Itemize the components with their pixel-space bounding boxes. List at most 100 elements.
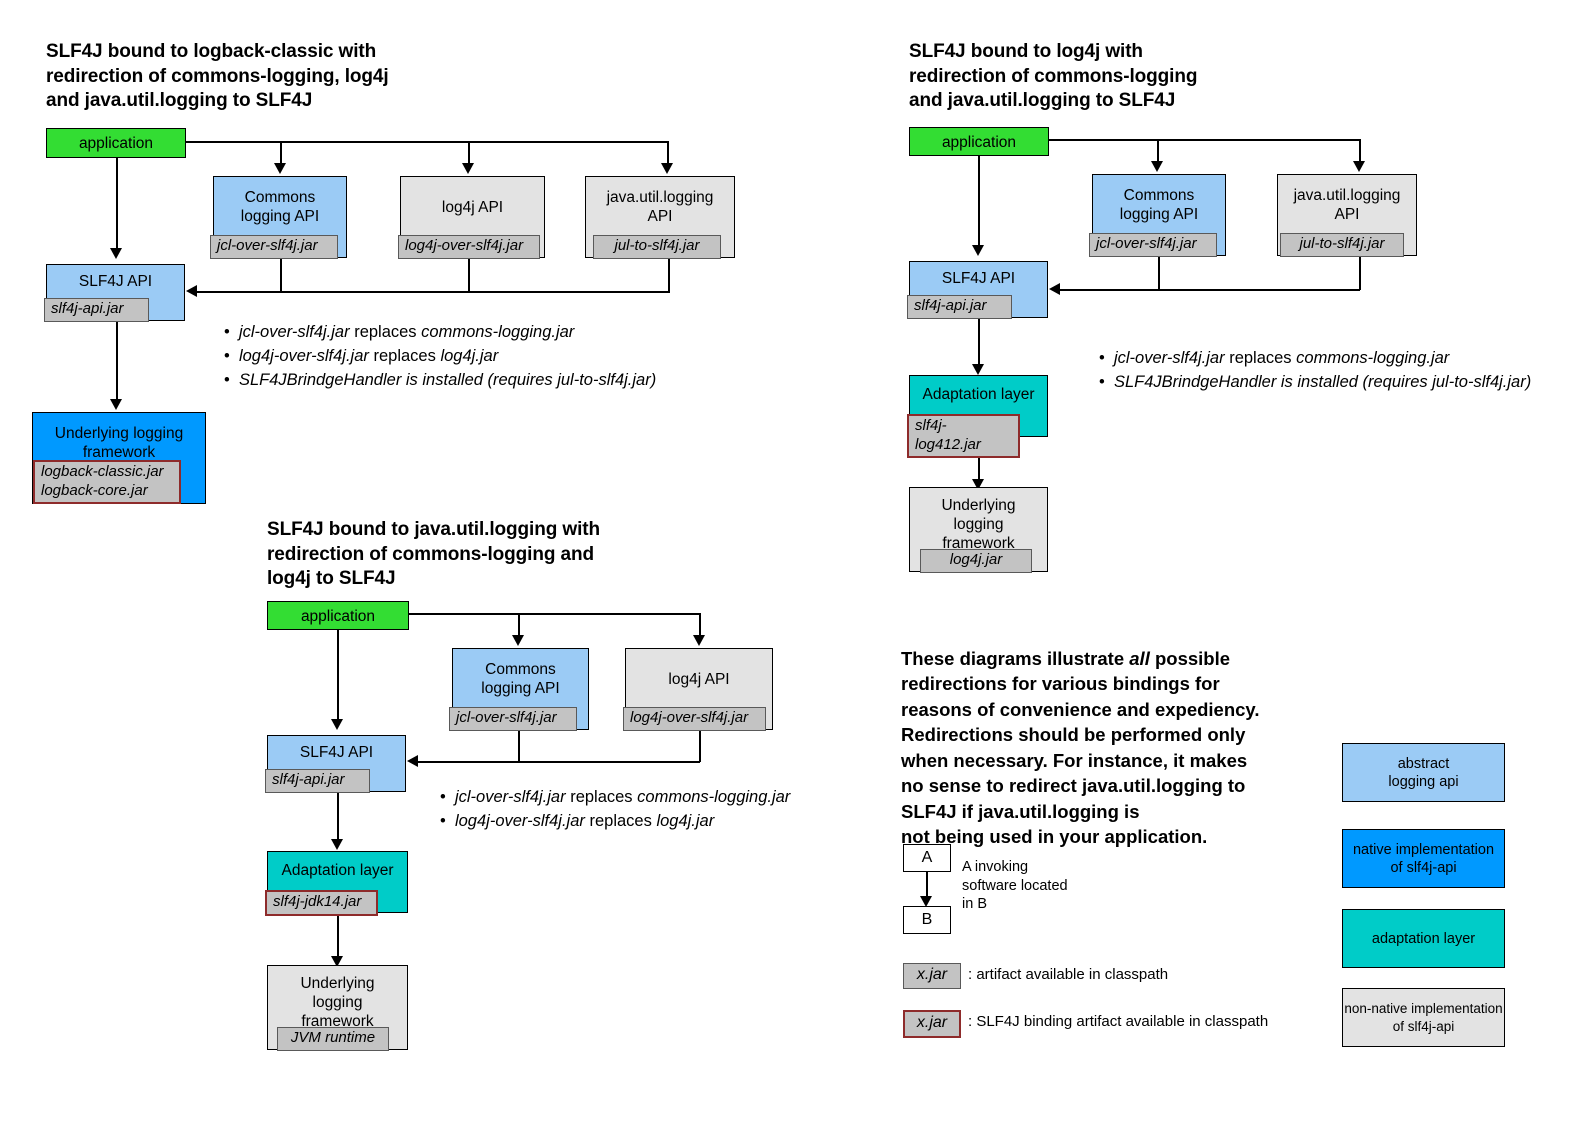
diagram-title-jul: SLF4J bound to java.util.logging with re… — [267, 519, 601, 589]
connector — [699, 730, 701, 762]
jar-chip-jul-to-slf4j: jul-to-slf4j.jar — [593, 235, 721, 259]
arrowhead — [331, 839, 343, 850]
connector — [978, 318, 980, 366]
legend-chip-artifact: x.jar — [903, 963, 961, 989]
connector — [1359, 139, 1361, 165]
node-label: SLF4J API — [299, 744, 374, 761]
node-label: Adaptation layer — [281, 862, 394, 879]
node-label: java.util.logging API — [606, 189, 714, 225]
connector — [978, 156, 980, 246]
legend-box-a: A — [903, 844, 951, 872]
connector — [337, 792, 339, 841]
arrowhead — [512, 635, 524, 646]
legend-swatch-native-implementation: native implementation of slf4j-api — [1342, 829, 1505, 888]
jar-chip-slf4j-log412: slf4j-log412.jar — [907, 414, 1020, 458]
arrowhead — [920, 896, 932, 907]
legend-box-b: B — [903, 906, 951, 934]
connector — [468, 141, 470, 167]
connector — [417, 761, 700, 763]
connector — [978, 437, 980, 482]
connector — [1059, 289, 1360, 291]
node-label: Commons logging API — [1119, 187, 1199, 223]
connector — [1359, 256, 1361, 290]
diagram-title-log4j: SLF4J bound to log4j with redirection of… — [909, 41, 1198, 111]
jar-chip-slf4j-api: slf4j-api.jar — [44, 298, 149, 322]
node-underlying-framework-logback: Underlying logging framework — [32, 412, 206, 504]
legend-caption-binding: : SLF4J binding artifact available in cl… — [968, 1013, 1269, 1030]
connector — [926, 872, 928, 900]
legend-label-b: B — [921, 911, 933, 928]
legend-swatch-label: adaptation layer — [1371, 930, 1476, 947]
node-label: log4j API — [668, 671, 730, 688]
connector — [1158, 256, 1160, 290]
jar-chip-logback: logback-classic.jar logback-core.jar — [33, 460, 181, 504]
legend-swatch-label: abstract logging api — [1388, 755, 1459, 790]
node-label: application — [300, 608, 376, 625]
note-line: jcl-over-slf4j.jar replaces commons-logg… — [1099, 346, 1531, 370]
jar-chip-slf4j-jdk14: slf4j-jdk14.jar — [265, 890, 378, 916]
arrowhead — [110, 399, 122, 410]
connector — [1049, 139, 1360, 141]
jar-chip-jcl-over-slf4j: jcl-over-slf4j.jar — [449, 707, 577, 731]
legend-swatch-label: non-native implementation of slf4j-api — [1344, 1000, 1503, 1034]
legend-label-a: A — [921, 849, 933, 866]
arrowhead — [972, 245, 984, 256]
connector — [1157, 139, 1159, 165]
arrowhead — [462, 163, 474, 174]
jar-chip-slf4j-api: slf4j-api.jar — [907, 295, 1012, 319]
node-application-jul: application — [267, 601, 409, 630]
jar-chip-jcl-over-slf4j: jcl-over-slf4j.jar — [210, 235, 338, 259]
jar-chip-jvm-runtime: JVM runtime — [277, 1027, 389, 1051]
node-label: application — [78, 135, 154, 152]
arrowhead — [1049, 283, 1060, 295]
connector — [667, 141, 669, 167]
arrowhead — [661, 163, 673, 174]
note-line: SLF4JBrindgeHandler is installed (requir… — [1099, 370, 1531, 394]
arrowhead — [972, 479, 984, 490]
node-label: Commons logging API — [481, 661, 560, 697]
connector — [518, 730, 520, 762]
jar-chip-slf4j-api: slf4j-api.jar — [265, 769, 370, 793]
node-label: java.util.logging API — [1293, 187, 1401, 223]
arrowhead — [110, 248, 122, 259]
node-application-logback: application — [46, 128, 186, 158]
node-application-log4j: application — [909, 127, 1049, 156]
node-label: Underlying logging framework — [941, 497, 1016, 552]
connector — [196, 291, 670, 293]
arrowhead — [331, 956, 343, 967]
notes-jul: jcl-over-slf4j.jar replaces commons-logg… — [440, 785, 790, 833]
connector — [409, 613, 700, 615]
connector — [280, 258, 282, 292]
arrowhead — [1353, 161, 1365, 172]
note-line: jcl-over-slf4j.jar replaces commons-logg… — [224, 320, 656, 344]
jar-chip-log4j: log4j.jar — [920, 549, 1032, 573]
jar-chip-log4j-over-slf4j: log4j-over-slf4j.jar — [623, 707, 766, 731]
arrowhead — [972, 364, 984, 375]
legend-caption-invocation: A invoking software located in B — [962, 859, 1068, 912]
notes-logback: jcl-over-slf4j.jar replaces commons-logg… — [224, 320, 656, 392]
arrowhead — [407, 755, 418, 767]
note-line: log4j-over-slf4j.jar replaces log4j.jar — [224, 344, 656, 368]
node-label: Commons logging API — [240, 189, 320, 225]
connector — [337, 913, 339, 959]
node-label: log4j API — [441, 199, 504, 216]
diagram-title-logback: SLF4J bound to logback-classic with redi… — [46, 41, 389, 111]
explanatory-paragraph: These diagrams illustrate all possible r… — [901, 620, 1331, 850]
jar-chip-log4j-over-slf4j: log4j-over-slf4j.jar — [398, 235, 540, 259]
note-line: log4j-over-slf4j.jar replaces log4j.jar — [440, 809, 790, 833]
node-label: Underlying logging framework — [300, 975, 375, 1030]
note-line: SLF4JBrindgeHandler is installed (requir… — [224, 368, 656, 392]
legend-swatch-non-native-implementation: non-native implementation of slf4j-api — [1342, 988, 1505, 1047]
connector — [518, 613, 520, 639]
arrowhead — [693, 635, 705, 646]
arrowhead — [1151, 161, 1163, 172]
connector — [186, 141, 668, 143]
jar-chip-jul-to-slf4j: jul-to-slf4j.jar — [1280, 233, 1404, 257]
node-label: Adaptation layer — [922, 386, 1035, 403]
arrowhead — [331, 719, 343, 730]
arrowhead — [186, 285, 197, 297]
legend-swatch-abstract-logging-api: abstract logging api — [1342, 743, 1505, 802]
note-line: jcl-over-slf4j.jar replaces commons-logg… — [440, 785, 790, 809]
connector — [699, 613, 701, 639]
